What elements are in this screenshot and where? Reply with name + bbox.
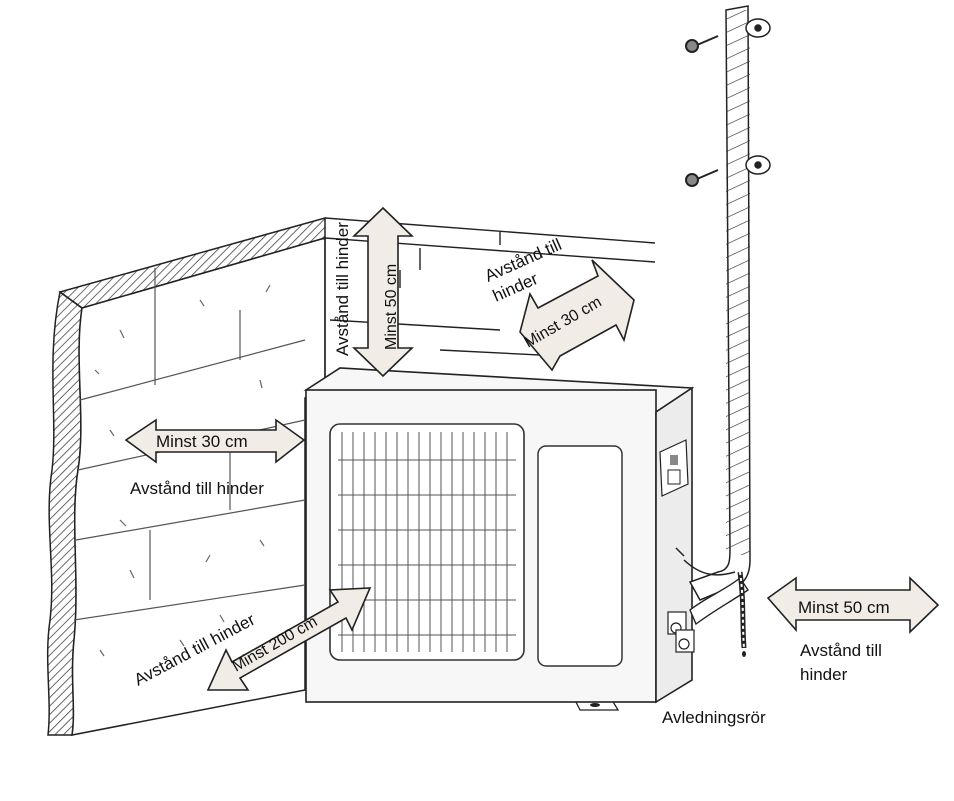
label-right-distance-line2: hinder (800, 665, 848, 684)
label-top-min: Minst 50 cm (383, 264, 400, 350)
arrow-left (124, 418, 306, 464)
arrow-front (206, 587, 372, 691)
arrow-top (352, 206, 414, 378)
refrigerant-pipe (675, 5, 771, 626)
outdoor-unit (303, 367, 695, 711)
label-left-distance: Avstånd till hinder (130, 479, 264, 498)
label-drain: Avledningsrör (662, 708, 766, 727)
label-top-distance: Avstånd till hinder (333, 222, 352, 356)
side-wall (46, 217, 326, 736)
label-right-distance-line1: Avstånd till (800, 641, 882, 660)
label-right-min: Minst 50 cm (798, 598, 890, 617)
label-left-min: Minst 30 cm (156, 432, 248, 451)
arrow-back (519, 259, 635, 372)
drain-hose (737, 571, 747, 657)
arrow-right (766, 576, 940, 634)
